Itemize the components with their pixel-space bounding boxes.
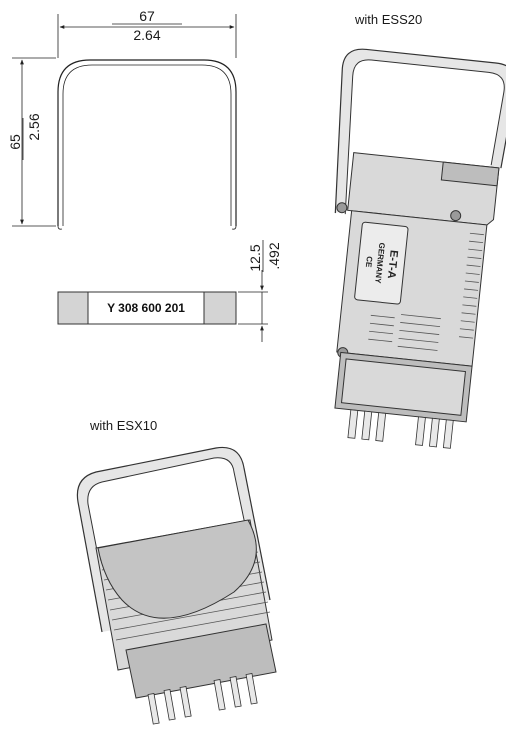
width-dimension: 67 2.64 xyxy=(57,8,237,58)
thickness-mm-label: 12.5 xyxy=(247,244,263,271)
caption-ess20: with ESS20 xyxy=(354,12,422,27)
device-ess20: E-T-A GERMANY CE xyxy=(334,48,506,449)
device-origin: GERMANY xyxy=(373,242,386,284)
thickness-dimension: 12.5 .492 xyxy=(238,240,282,342)
width-mm-label: 67 xyxy=(139,8,155,24)
height-in-label: 2.56 xyxy=(26,113,42,140)
device-brand: E-T-A xyxy=(385,249,400,279)
height-dimension: 65 2.56 xyxy=(7,57,56,227)
thickness-in-label: .492 xyxy=(266,242,282,269)
height-mm-label: 65 xyxy=(7,134,23,150)
width-in-label: 2.64 xyxy=(133,27,160,43)
caption-esx10: with ESX10 xyxy=(89,418,157,433)
label-plate: Y 308 600 201 xyxy=(57,291,237,325)
bracket-front-view xyxy=(57,59,237,230)
device-cert: CE xyxy=(364,256,374,269)
label-plate-code: Y 308 600 201 xyxy=(107,301,185,315)
device-esx10 xyxy=(76,446,277,725)
